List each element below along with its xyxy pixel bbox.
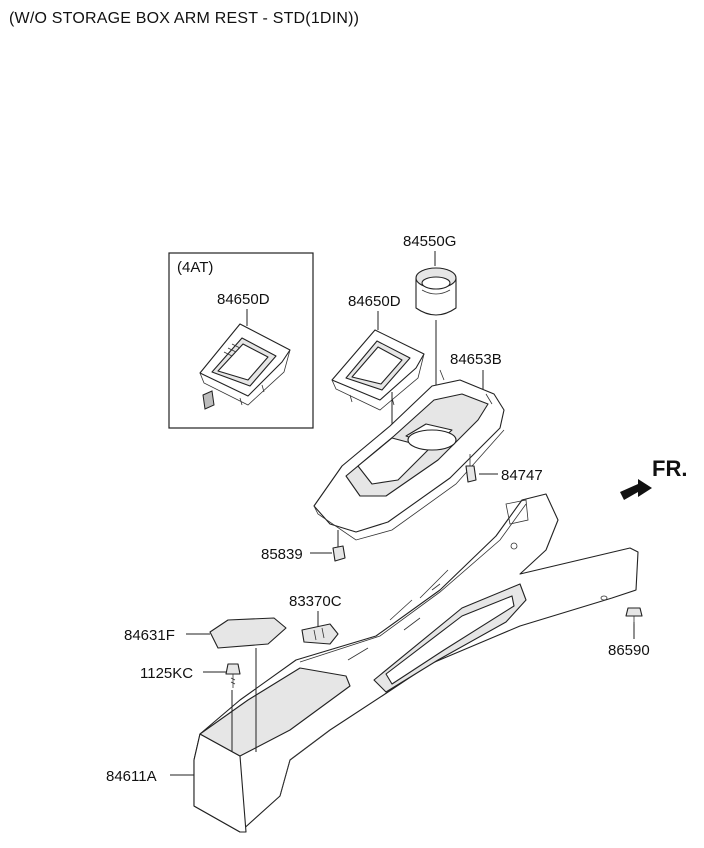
callout-84611a: 84611A xyxy=(106,768,157,785)
pad-84631f xyxy=(209,617,287,649)
variant-box xyxy=(168,252,314,429)
callout-84747: 84747 xyxy=(501,467,543,484)
floor-console xyxy=(193,493,639,833)
clip-84747 xyxy=(465,454,477,483)
console-cover xyxy=(313,369,505,541)
callout-83370c: 83370C xyxy=(289,593,342,610)
cover-83370c xyxy=(301,623,339,645)
callout-1125kc: 1125KC xyxy=(140,665,193,682)
callout-85839: 85839 xyxy=(261,546,303,563)
callout-84550g: 84550G xyxy=(403,233,456,250)
variant-label: (4AT) xyxy=(177,259,213,276)
cup-holder xyxy=(415,267,457,316)
callout-86590: 86590 xyxy=(608,642,650,659)
screw-86590 xyxy=(625,607,643,624)
shift-bezel-4at xyxy=(199,323,291,410)
callout-84650d-4at: 84650D xyxy=(217,291,270,308)
bolt-1125kc xyxy=(225,663,241,688)
page-title: (W/O STORAGE BOX ARM REST - STD(1DIN)) xyxy=(9,10,360,27)
forward-arrow-icon xyxy=(620,479,652,500)
clip-85839 xyxy=(332,545,346,562)
shift-bezel xyxy=(331,329,425,411)
callout-84650d: 84650D xyxy=(348,293,401,310)
callout-84631f: 84631F xyxy=(124,627,175,644)
callout-84653b: 84653B xyxy=(450,351,502,368)
forward-label: FR. xyxy=(652,456,687,481)
